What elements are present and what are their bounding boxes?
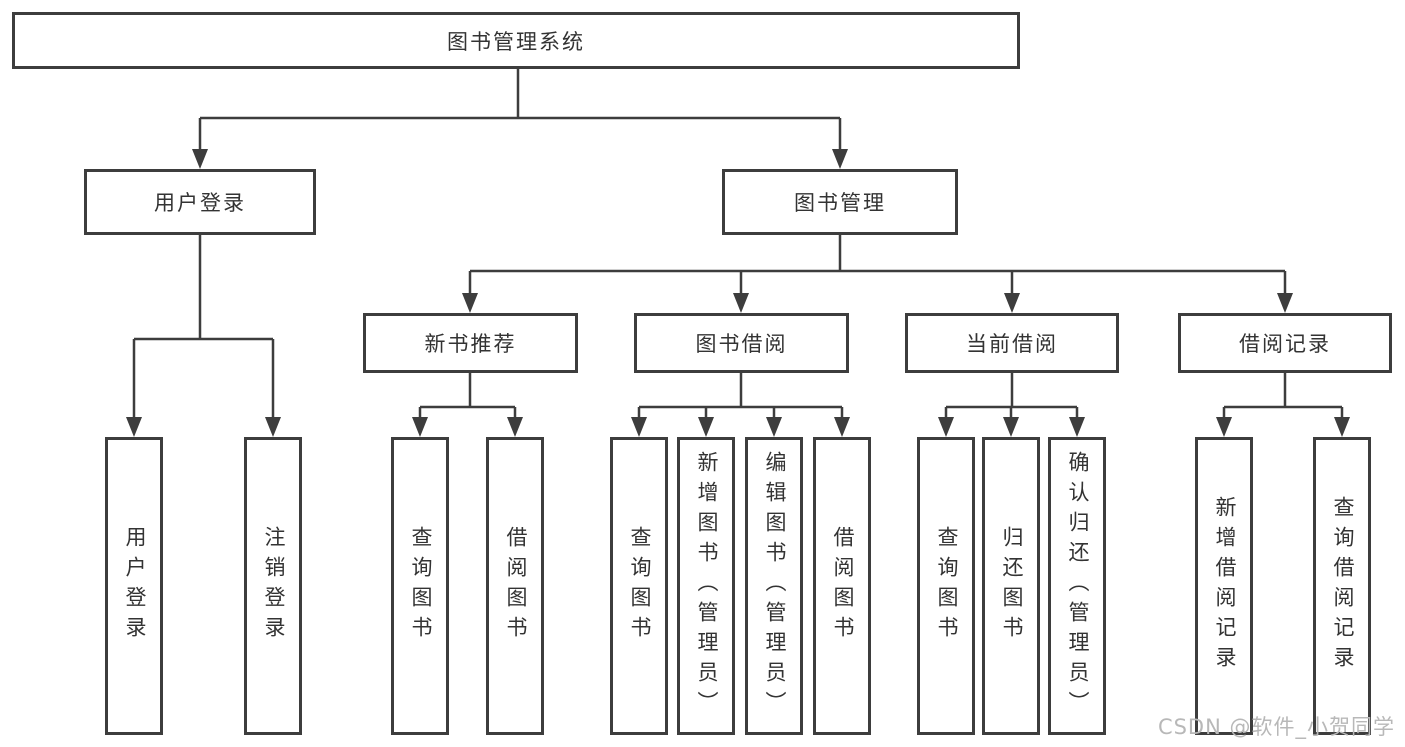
node-current-borrow: 当前借阅 [905, 313, 1119, 373]
node-user-login: 用户登录 [84, 169, 316, 235]
node-new-book-recommend: 新书推荐 [363, 313, 578, 373]
leaf-borrow-edit-books-admin: 编辑图书（管理员） [745, 437, 803, 735]
leaf-records-add-borrow-record: 新增借阅记录 [1195, 437, 1253, 735]
leaf-recommend-borrow-books: 借阅图书 [486, 437, 544, 735]
node-book-borrow: 图书借阅 [634, 313, 849, 373]
leaf-logout-login: 注销登录 [244, 437, 302, 735]
leaf-borrow-borrow-books: 借阅图书 [813, 437, 871, 735]
node-borrow-records: 借阅记录 [1178, 313, 1392, 373]
leaf-user-login: 用户登录 [105, 437, 163, 735]
leaf-borrow-query-books: 查询图书 [610, 437, 668, 735]
leaf-borrow-add-books-admin: 新增图书（管理员） [677, 437, 735, 735]
leaf-current-return-books: 归还图书 [982, 437, 1040, 735]
leaf-current-query-books: 查询图书 [917, 437, 975, 735]
csdn-watermark: CSDN @软件_小贺同学 [1157, 715, 1395, 739]
node-book-management: 图书管理 [722, 169, 958, 235]
node-library-management-system: 图书管理系统 [12, 12, 1020, 69]
leaf-records-query-borrow-record: 查询借阅记录 [1313, 437, 1371, 735]
leaf-recommend-query-books: 查询图书 [391, 437, 449, 735]
leaf-current-confirm-return-admin: 确认归还（管理员） [1048, 437, 1106, 735]
